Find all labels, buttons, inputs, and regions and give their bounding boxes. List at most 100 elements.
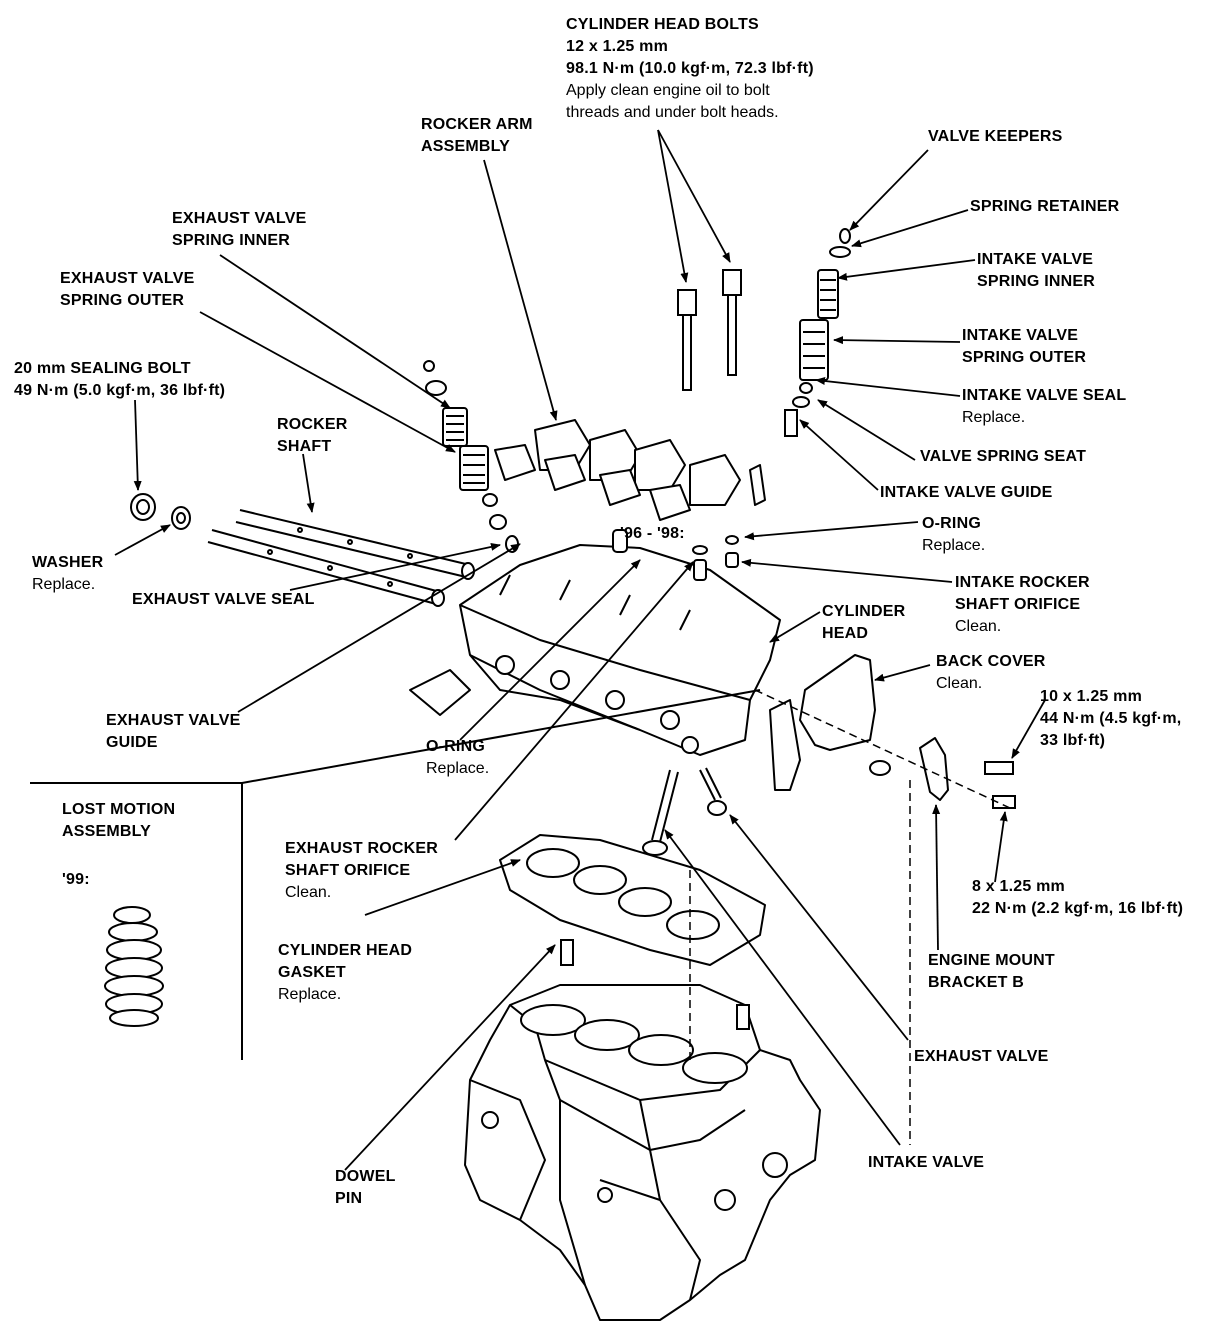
- exhaust-valve-title: EXHAUST VALVE: [914, 1048, 1049, 1065]
- label-lost-motion-assembly: LOST MOTION ASSEMBLY: [62, 799, 175, 843]
- head-gasket-line-2: GASKET: [278, 964, 346, 981]
- label-exhaust-valve-spring-inner: EXHAUST VALVE SPRING INNER: [172, 208, 306, 252]
- head-gasket-line-1: CYLINDER HEAD: [278, 942, 413, 959]
- cylinder-head-line-1: CYLINDER: [822, 603, 906, 620]
- lost-motion-inset: [30, 689, 761, 1060]
- lost-motion-line-1: LOST MOTION: [62, 801, 176, 818]
- back-cover-shape: [769, 654, 876, 791]
- exhaust-spring-outer-line-1: EXHAUST VALVE: [60, 270, 195, 287]
- intake-rocker-orifice-note: Clean.: [955, 618, 1002, 635]
- intake-valve-seal-note: Replace.: [962, 409, 1026, 426]
- back-cover-title: BACK COVER: [936, 653, 1046, 670]
- label-exhaust-valve-seal: EXHAUST VALVE SEAL: [132, 589, 315, 611]
- back-cover-note: Clean.: [936, 675, 983, 692]
- small-parts-shape: [560, 529, 1016, 1030]
- label-dowel-pin: DOWEL PIN: [335, 1166, 396, 1210]
- label-rocker-arm-assembly: ROCKER ARM ASSEMBLY: [421, 114, 533, 158]
- valve-spring-seat-title: VALVE SPRING SEAT: [920, 448, 1087, 465]
- label-valve-spring-seat: VALVE SPRING SEAT: [920, 446, 1086, 468]
- cylinder-head-bolts-note-1: Apply clean engine oil to bolt: [566, 82, 770, 99]
- o-ring-upper-note: Replace.: [922, 537, 986, 554]
- cylinder-head-shape: [409, 544, 781, 756]
- head-gasket-note: Replace.: [278, 986, 342, 1003]
- engine-mount-shape: [919, 737, 949, 801]
- bolt-10mm-torque-2: 33 lbf·ft): [1040, 732, 1106, 749]
- label-back-cover: BACK COVER Clean.: [936, 651, 1046, 695]
- exhaust-valve-seal-title: EXHAUST VALVE SEAL: [132, 591, 315, 608]
- cylinder-head-bolts-torque: 98.1 N·m (10.0 kgf·m, 72.3 lbf·ft): [566, 60, 814, 77]
- o-ring-lower-note: Replace.: [426, 760, 490, 777]
- centerlines: [689, 689, 1011, 1145]
- intake-spring-outer-line-1: INTAKE VALVE: [962, 327, 1079, 344]
- label-rocker-shaft: ROCKER SHAFT: [277, 414, 348, 458]
- sealing-bolt-shape: [130, 493, 191, 530]
- label-bolt-10mm: 10 x 1.25 mm 44 N·m (4.5 kgf·m, 33 lbf·f…: [1040, 686, 1181, 752]
- exhaust-spring-inner-line-2: SPRING INNER: [172, 232, 290, 249]
- exhaust-valve-guide-line-1: EXHAUST VALVE: [106, 712, 241, 729]
- label-intake-valve-spring-outer: INTAKE VALVE SPRING OUTER: [962, 325, 1086, 369]
- washer-note: Replace.: [32, 576, 96, 593]
- lost-motion-part: [104, 906, 164, 1027]
- washer-title: WASHER: [32, 554, 104, 571]
- intake-valve-seal-title: INTAKE VALVE SEAL: [962, 387, 1127, 404]
- label-exhaust-valve: EXHAUST VALVE: [914, 1046, 1048, 1068]
- exhaust-spring-stack: [423, 360, 519, 553]
- head-gasket-shape: [499, 834, 766, 966]
- intake-spring-outer-line-2: SPRING OUTER: [962, 349, 1087, 366]
- intake-spring-stack: [784, 228, 851, 437]
- exhaust-spring-inner-line-1: EXHAUST VALVE: [172, 210, 307, 227]
- label-intake-valve-spring-inner: INTAKE VALVE SPRING INNER: [977, 249, 1095, 293]
- intake-rocker-orifice-line-1: INTAKE ROCKER: [955, 574, 1090, 591]
- engine-mount-line-2: BRACKET B: [928, 974, 1025, 991]
- sealing-bolt-torque: 49 N·m (5.0 kgf·m, 36 lbf·ft): [14, 382, 226, 399]
- cylinder-head-bolts-note-2: threads and under bolt heads.: [566, 104, 779, 121]
- lost-motion-line-2: ASSEMBLY: [62, 823, 152, 840]
- label-o-ring-lower: O-RING Replace.: [426, 736, 489, 780]
- exhaust-rocker-orifice-line-2: SHAFT ORIFICE: [285, 862, 411, 879]
- sealing-bolt-title: 20 mm SEALING BOLT: [14, 360, 191, 377]
- exhaust-rocker-orifice-note: Clean.: [285, 884, 332, 901]
- dowel-pin-line-1: DOWEL: [335, 1168, 396, 1185]
- head-bolts-shape: [677, 269, 742, 391]
- label-o-ring-upper: O-RING Replace.: [922, 513, 985, 557]
- label-intake-valve-guide: INTAKE VALVE GUIDE: [880, 482, 1053, 504]
- label-cylinder-head-gasket: CYLINDER HEAD GASKET Replace.: [278, 940, 412, 1006]
- label-exhaust-rocker-shaft-orifice: EXHAUST ROCKER SHAFT ORIFICE Clean.: [285, 838, 438, 904]
- bolt-10mm-torque-1: 44 N·m (4.5 kgf·m,: [1040, 710, 1182, 727]
- label-sealing-bolt: 20 mm SEALING BOLT 49 N·m (5.0 kgf·m, 36…: [14, 358, 225, 402]
- engine-block: [464, 984, 821, 1321]
- intake-spring-inner-line-1: INTAKE VALVE: [977, 251, 1094, 268]
- engine-mount-line-1: ENGINE MOUNT: [928, 952, 1055, 969]
- exhaust-rocker-orifice-line-1: EXHAUST ROCKER: [285, 840, 439, 857]
- label-intake-valve-seal: INTAKE VALVE SEAL Replace.: [962, 385, 1126, 429]
- label-lost-motion-year: '99:: [62, 869, 90, 891]
- rocker-arms-shape: [494, 419, 766, 521]
- label-exhaust-valve-guide: EXHAUST VALVE GUIDE: [106, 710, 240, 754]
- o-ring-upper-title: O-RING: [922, 515, 981, 532]
- year-range-text: '96 - '98:: [620, 525, 685, 542]
- intake-valve-guide-title: INTAKE VALVE GUIDE: [880, 484, 1053, 501]
- intake-spring-inner-line-2: SPRING INNER: [977, 273, 1095, 290]
- label-exhaust-valve-spring-outer: EXHAUST VALVE SPRING OUTER: [60, 268, 194, 312]
- label-washer: WASHER Replace.: [32, 552, 103, 596]
- exhaust-spring-outer-line-2: SPRING OUTER: [60, 292, 185, 309]
- intake-rocker-orifice-line-2: SHAFT ORIFICE: [955, 596, 1081, 613]
- rocker-shaft-line-1: ROCKER: [277, 416, 348, 433]
- exhaust-valve-guide-line-2: GUIDE: [106, 734, 158, 751]
- rocker-arm-line-2: ASSEMBLY: [421, 138, 511, 155]
- leader-lines: [114, 129, 1046, 1171]
- label-year-range: '96 - '98:: [620, 523, 685, 545]
- label-engine-mount-bracket: ENGINE MOUNT BRACKET B: [928, 950, 1055, 994]
- rocker-shaft-line-2: SHAFT: [277, 438, 332, 455]
- o-ring-lower-title: O-RING: [426, 738, 485, 755]
- dowel-pin-line-2: PIN: [335, 1190, 363, 1207]
- cylinder-head-line-2: HEAD: [822, 625, 869, 642]
- cylinder-head-bolts-size: 12 x 1.25 mm: [566, 38, 669, 55]
- bolt-10mm-size: 10 x 1.25 mm: [1040, 688, 1143, 705]
- cylinder-head-bolts-title: CYLINDER HEAD BOLTS: [566, 16, 759, 33]
- label-bolt-8mm: 8 x 1.25 mm 22 N·m (2.2 kgf·m, 16 lbf·ft…: [972, 876, 1183, 920]
- bolt-8mm-size: 8 x 1.25 mm: [972, 878, 1065, 895]
- label-spring-retainer: SPRING RETAINER: [970, 196, 1119, 218]
